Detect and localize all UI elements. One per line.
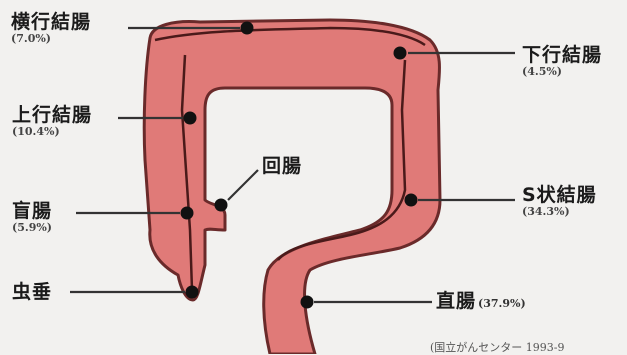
marker-dot-descending	[394, 47, 407, 60]
label-transverse: 横行結腸 (7.0%)	[11, 13, 91, 44]
marker-dot-cecum	[181, 207, 194, 220]
label-ileum: 回腸	[262, 157, 302, 177]
label-descending: 下行結腸 (4.5%)	[522, 46, 602, 77]
label-ascending: 上行結腸 (10.4%)	[12, 106, 92, 137]
label-cecum-name: 盲腸	[12, 202, 52, 222]
label-sigmoid: S状結腸 (34.3%)	[522, 186, 597, 217]
label-transverse-pct: (7.0%)	[11, 33, 91, 45]
label-ileum-name: 回腸	[262, 157, 302, 177]
label-rectum-name: 直腸	[436, 290, 476, 312]
marker-dot-rectum	[301, 296, 314, 309]
label-rectum: 直腸(37.9%)	[436, 292, 526, 312]
label-appendix: 虫垂	[12, 283, 52, 303]
label-ascending-pct: (10.4%)	[12, 126, 92, 138]
label-appendix-name: 虫垂	[12, 283, 52, 303]
label-descending-pct: (4.5%)	[522, 66, 602, 78]
marker-dot-transverse	[241, 22, 254, 35]
marker-dot-sigmoid	[405, 194, 418, 207]
leader-line-ileum	[228, 170, 258, 200]
label-sigmoid-pct: (34.3%)	[522, 206, 597, 218]
label-cecum-pct: (5.9%)	[12, 222, 52, 234]
marker-dot-appendix	[186, 286, 199, 299]
label-ascending-name: 上行結腸	[12, 106, 92, 126]
marker-dot-ascending	[184, 112, 197, 125]
source-footnote: (国立がんセンター 1993-9	[430, 339, 565, 355]
label-cecum: 盲腸 (5.9%)	[12, 202, 52, 233]
label-descending-name: 下行結腸	[522, 46, 602, 66]
label-sigmoid-name: S状結腸	[522, 186, 597, 206]
label-transverse-name: 横行結腸	[11, 13, 91, 33]
marker-dot-ileum	[215, 199, 228, 212]
colon-shape	[144, 20, 440, 354]
label-rectum-pct: (37.9%)	[478, 297, 526, 310]
